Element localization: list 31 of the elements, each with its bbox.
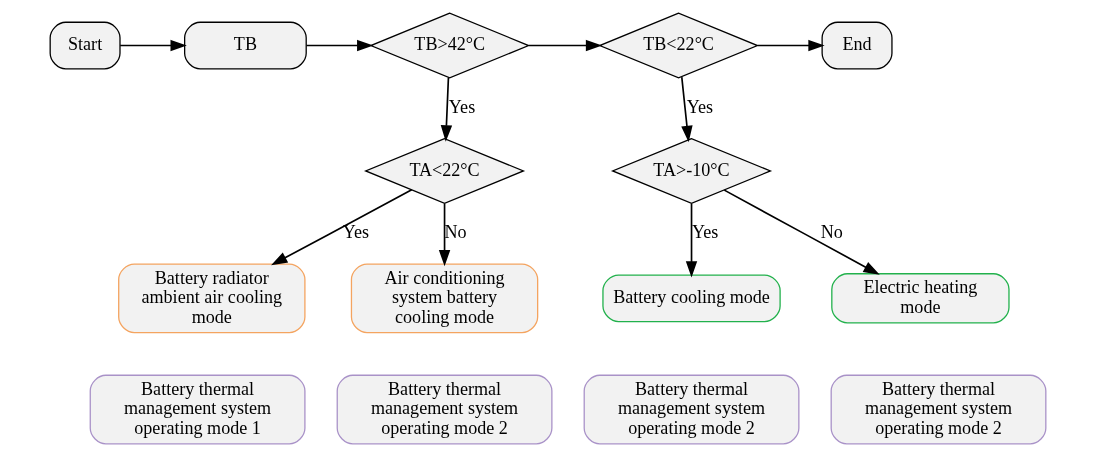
node-box: Battery cooling mode xyxy=(601,274,781,323)
edge-label: Yes xyxy=(448,97,475,118)
arrow xyxy=(680,76,693,143)
arrow xyxy=(118,39,187,52)
arrow xyxy=(438,202,450,267)
node-box: End xyxy=(821,21,893,70)
edge-label: Yes xyxy=(686,97,713,118)
arrow xyxy=(756,39,825,52)
node-box: Battery radiator ambient air cooling mode xyxy=(117,263,306,334)
node-box: Start xyxy=(49,21,121,70)
node-box: Battery thermal management system operating mode 2 xyxy=(830,374,1046,445)
arrow xyxy=(527,39,602,52)
node-box: TB xyxy=(183,21,307,70)
node-diamond: TB<22°C xyxy=(597,12,759,79)
node-diamond: TB>42°C xyxy=(368,12,530,79)
arrow xyxy=(305,39,373,52)
node-box: Battery thermal management system operating mode 1 xyxy=(89,374,306,445)
node-box: Battery thermal management system operating mode 2 xyxy=(583,374,799,445)
node-box: Air conditioning system battery cooling mode xyxy=(350,263,538,334)
node-box: Electric heating mode xyxy=(830,273,1010,324)
edge-label: No xyxy=(820,222,843,243)
node-box: Battery thermal management system operating mode 2 xyxy=(336,374,553,445)
arrow xyxy=(270,189,413,266)
node-diamond: TA<22°C xyxy=(363,137,525,204)
edge-label: Yes xyxy=(342,222,369,243)
edge-label: No xyxy=(443,222,467,243)
edge-label: Yes xyxy=(691,222,718,243)
arrow xyxy=(440,76,452,142)
arrow xyxy=(723,189,880,275)
arrow xyxy=(685,202,697,278)
node-diamond: TA>-10°C xyxy=(610,137,772,204)
